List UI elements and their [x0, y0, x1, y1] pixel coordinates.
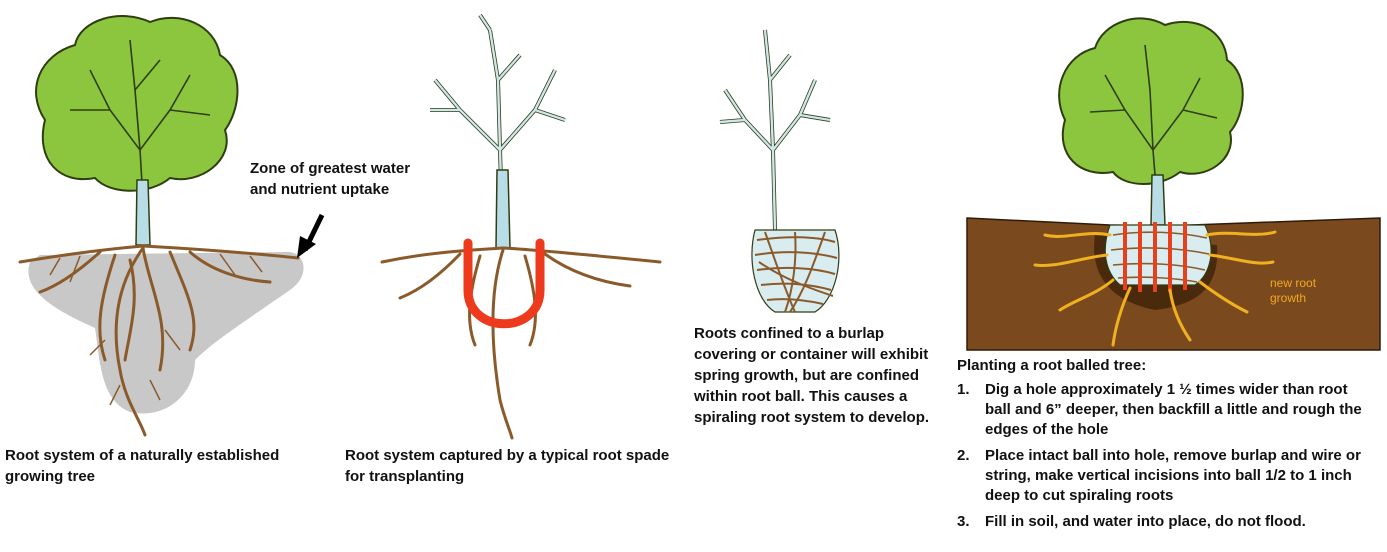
step-2: 2.Place intact ball into hole, remove bu…	[957, 446, 1377, 506]
caption-root-spade: Root system captured by a typical root s…	[345, 445, 680, 487]
trunk	[496, 170, 510, 248]
caption-natural-tree: Root system of a naturally established g…	[5, 445, 305, 487]
step-3: 3.Fill in soil, and water into place, do…	[957, 512, 1377, 532]
planting-illustration	[955, 0, 1387, 360]
trunk	[136, 180, 150, 245]
planting-title: Planting a root balled tree:	[957, 357, 1146, 374]
panel-natural-tree: Zone of greatest water and nutrient upta…	[0, 0, 340, 552]
burlap-tree-illustration	[685, 0, 955, 320]
panel-root-spade: Root system captured by a typical root s…	[340, 0, 685, 552]
planting-steps: 1.Dig a hole approximately 1 ½ times wid…	[957, 380, 1377, 538]
caption-burlap: Roots confined to a burlap covering or c…	[694, 323, 949, 428]
trunk	[1151, 175, 1165, 225]
panel-burlap: Roots confined to a burlap covering or c…	[685, 0, 955, 552]
step-1: 1.Dig a hole approximately 1 ½ times wid…	[957, 380, 1377, 440]
natural-tree-illustration	[0, 0, 340, 440]
spade-tree-illustration	[340, 0, 685, 440]
new-root-label: new root growth	[1270, 276, 1330, 306]
